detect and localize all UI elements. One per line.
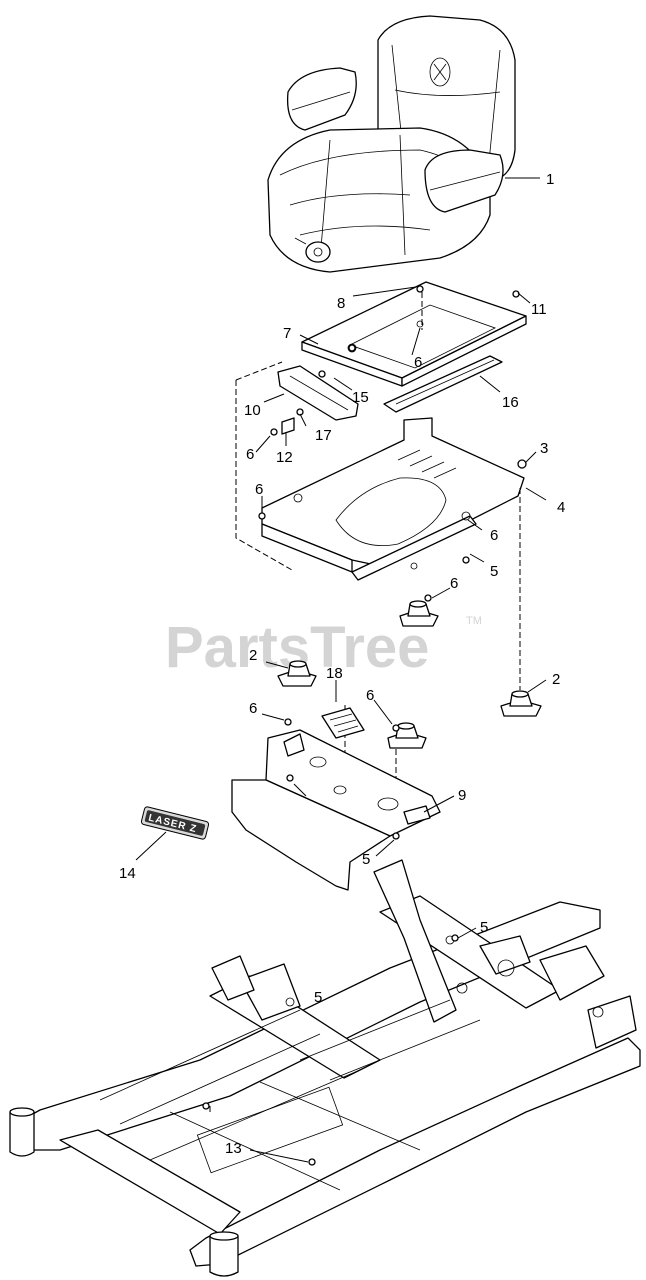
callout-5: 5 xyxy=(314,989,322,1006)
callout-labels: 1 8 11 7 6 15 16 10 17 6 12 3 4 6 6 5 6 … xyxy=(119,171,565,1157)
leader-lines xyxy=(135,177,547,1163)
laser-z-badge: LASER Z xyxy=(140,806,210,840)
callout-3: 3 xyxy=(540,440,548,457)
callout-6: 6 xyxy=(490,527,498,544)
callout-10: 10 xyxy=(244,402,261,419)
callout-6: 6 xyxy=(249,700,257,717)
isolator-mounts xyxy=(277,600,542,749)
callout-11: 11 xyxy=(531,301,547,318)
callout-1: 1 xyxy=(546,171,554,188)
callout-7: 7 xyxy=(283,325,291,342)
callout-6: 6 xyxy=(414,354,422,371)
seat-base-pan xyxy=(261,417,525,581)
callout-8: 8 xyxy=(337,295,345,312)
watermark-trademark: TM xyxy=(466,615,482,627)
callout-2: 2 xyxy=(249,647,257,664)
callout-4: 4 xyxy=(557,499,565,516)
callout-6: 6 xyxy=(450,575,458,592)
seat-mount-plate xyxy=(301,281,527,387)
watermark: PartsTree TM xyxy=(165,615,482,680)
callout-6: 6 xyxy=(366,687,374,704)
callout-17: 17 xyxy=(315,427,332,444)
instruction-decal xyxy=(321,707,365,739)
callout-5: 5 xyxy=(490,563,498,580)
tractor-frame xyxy=(9,859,641,1277)
callout-2: 2 xyxy=(552,671,560,688)
callout-6: 6 xyxy=(255,481,263,498)
callout-5: 5 xyxy=(362,851,370,868)
isolator-mount-right xyxy=(500,690,542,717)
callout-9: 9 xyxy=(458,787,466,804)
isolator-mount-left xyxy=(277,660,317,687)
callout-6: 6 xyxy=(246,446,254,463)
isolator-mount-lower xyxy=(387,722,427,749)
seat-assembly xyxy=(267,15,516,273)
control-panel xyxy=(231,729,441,891)
callout-16: 16 xyxy=(502,394,519,411)
seat-slide-rails xyxy=(277,355,503,435)
callout-14: 14 xyxy=(119,865,136,882)
callout-15: 15 xyxy=(352,389,369,406)
callout-13: 13 xyxy=(225,1140,242,1157)
callout-12: 12 xyxy=(276,449,293,466)
hardware-fasteners xyxy=(202,285,527,1166)
callout-18: 18 xyxy=(326,665,343,682)
callout-5: 5 xyxy=(480,919,488,936)
isolator-mount-mid xyxy=(399,600,439,627)
